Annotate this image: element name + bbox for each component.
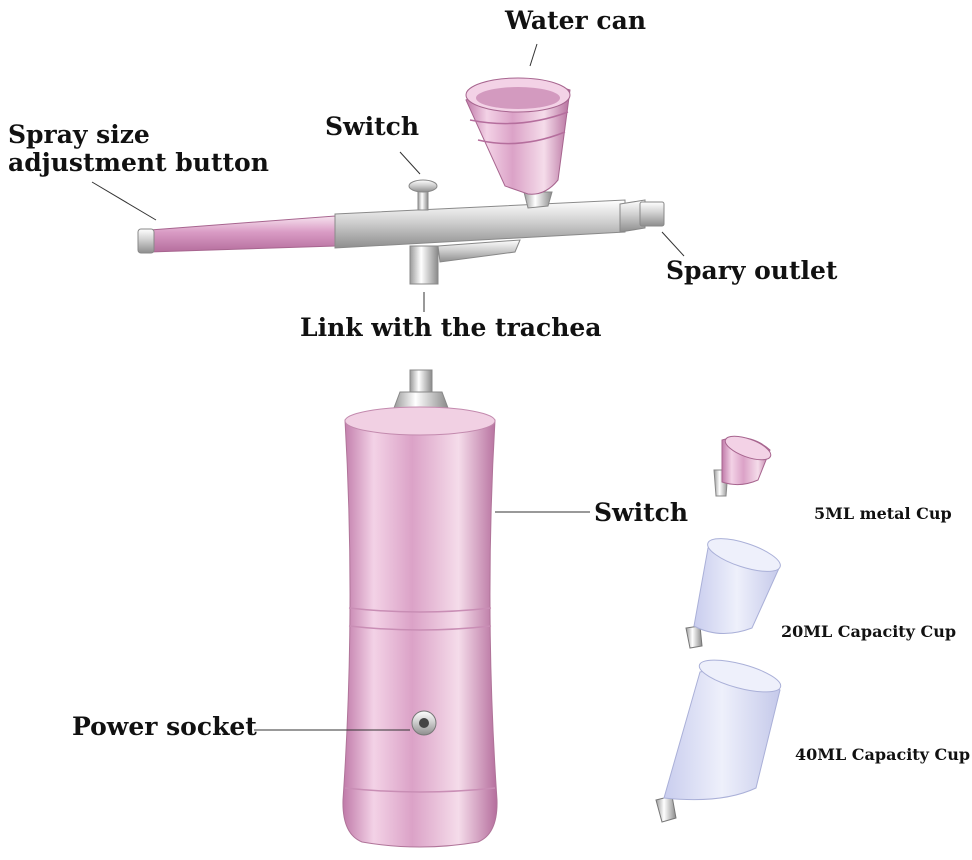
label-trachea: Link with the trachea: [300, 313, 602, 342]
label-spray-size-2: adjustment button: [8, 148, 269, 177]
label-power-socket: Power socket: [72, 712, 257, 741]
cup-20ml: [685, 538, 781, 649]
label-switch-body: Switch: [594, 498, 689, 527]
label-spray-outlet: Spary outlet: [666, 256, 838, 285]
leader-water-can: [529, 43, 538, 67]
label-cup-40ml: 40ML Capacity Cup: [795, 745, 971, 764]
label-spray-size-1: Spray size: [8, 120, 150, 149]
leader-spray-outlet: [661, 231, 685, 257]
label-switch-top: Switch: [325, 112, 420, 141]
airbrush-gun: [137, 77, 665, 285]
label-cup-5ml: 5ML metal Cup: [814, 504, 952, 523]
cup-5ml: [713, 435, 772, 497]
leader-lines: [91, 43, 685, 731]
leader-switch-top: [399, 151, 421, 175]
leader-spray-size: [91, 181, 157, 221]
compressor: [342, 369, 498, 848]
cup-40ml: [655, 659, 782, 823]
label-cup-20ml: 20ML Capacity Cup: [781, 622, 957, 641]
label-water-can: Water can: [505, 6, 647, 35]
